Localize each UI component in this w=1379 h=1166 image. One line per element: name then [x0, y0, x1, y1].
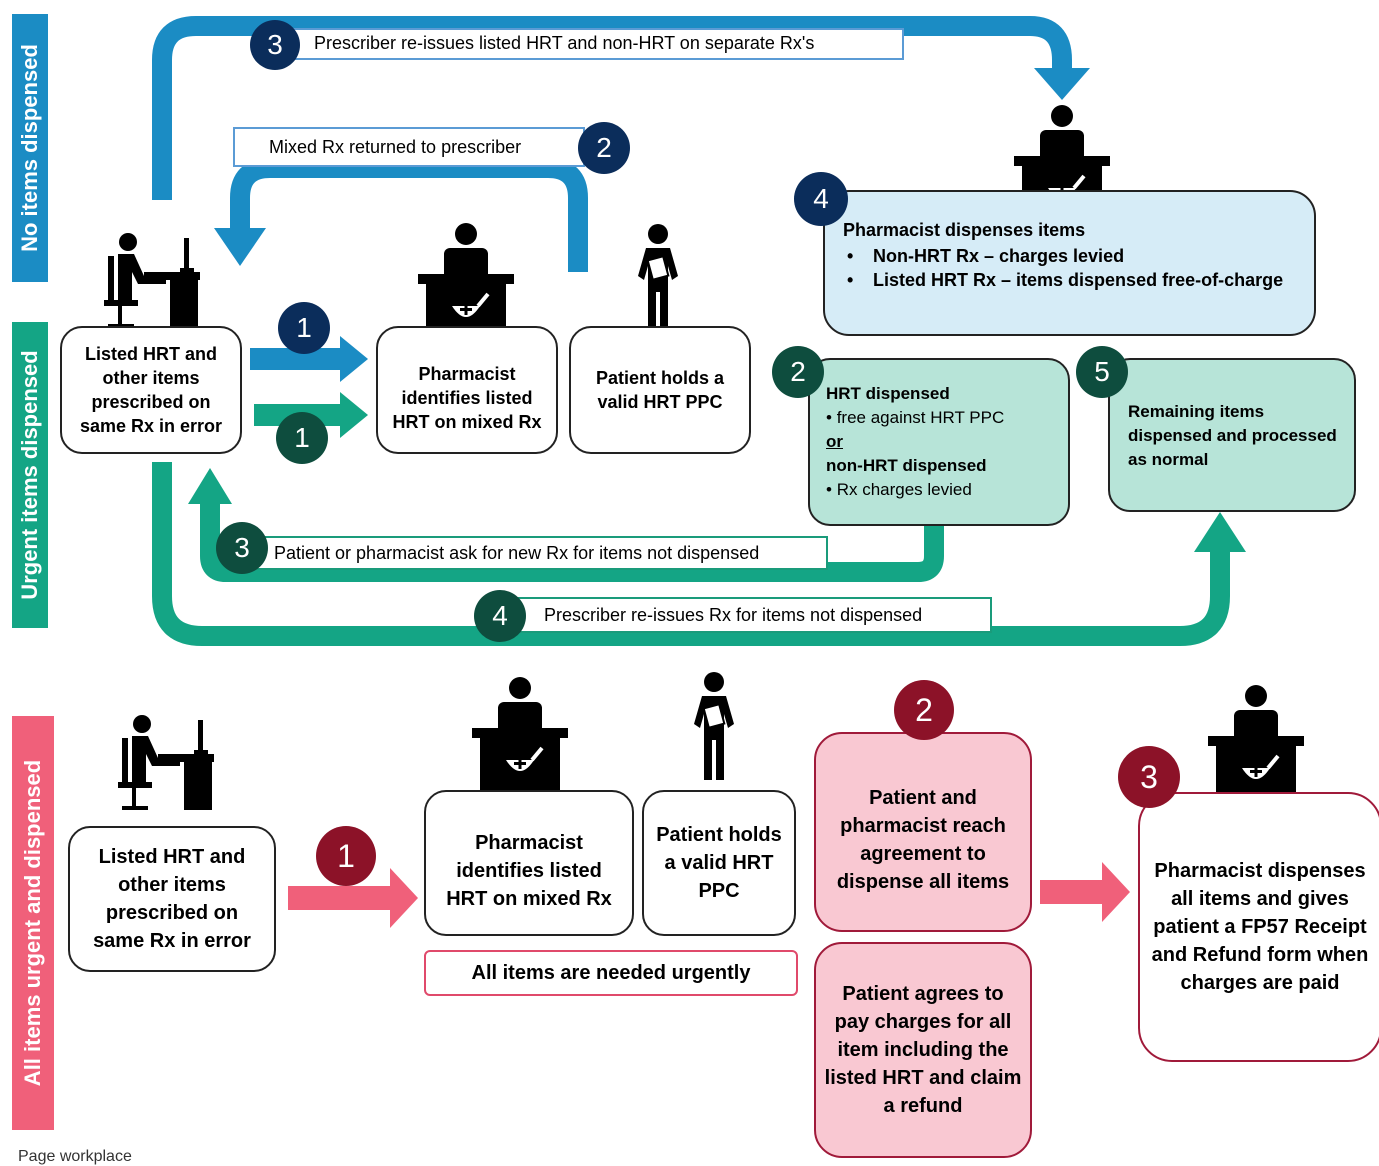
hrt-dispensed-or: or [826, 432, 843, 451]
remaining-items-box: Remaining items dispensed and processed … [1108, 358, 1356, 512]
arrow-label-reissue-not-dispensed: Prescriber re-issues Rx for items not di… [508, 597, 992, 633]
step-badge: 1 [276, 412, 328, 464]
arrow-label-reissue-separate: Prescriber re-issues listed HRT and non-… [290, 28, 904, 60]
final-dispense-box: Pharmacist dispenses all items and gives… [1138, 792, 1379, 1062]
prescriber-computer-icon [104, 233, 200, 328]
pharmacist-desk-icon [1206, 683, 1306, 804]
patient-box-bottom: Patient holds a valid HRT PPC [642, 790, 796, 936]
urgent-note: All items are needed urgently [424, 950, 798, 996]
step-badge: 3 [216, 522, 268, 574]
step-badge: 2 [772, 346, 824, 398]
prescriber-box-bottom: Listed HRT and other items prescribed on… [68, 826, 276, 972]
pharmacist-desk-icon [416, 221, 516, 342]
step-badge: 4 [794, 172, 848, 226]
side-label-no-items: No items dispensed [12, 14, 48, 282]
step-badge: 3 [250, 20, 300, 70]
dispenses-items-box: Pharmacist dispenses items Non-HRT Rx – … [823, 190, 1316, 336]
dispenses-title: Pharmacist dispenses items [843, 220, 1086, 240]
pharmacist-box-top: Pharmacist identifies listed HRT on mixe… [376, 326, 558, 454]
step-badge: 5 [1076, 346, 1128, 398]
hrt-dispensed-box: HRT dispensed • free against HRT PPC or … [808, 358, 1070, 526]
step-badge: 2 [578, 122, 630, 174]
step-badge: 1 [278, 302, 330, 354]
pharmacist-box-bottom: Pharmacist identifies listed HRT on mixe… [424, 790, 634, 936]
step-badge: 3 [1118, 746, 1180, 808]
dispenses-item: Non-HRT Rx – charges levied [843, 244, 1293, 268]
step-badge: 1 [316, 826, 376, 886]
pharmacist-desk-icon [470, 675, 570, 796]
footer-text: Page workplace [18, 1148, 132, 1165]
agrees-pay-box: Patient agrees to pay charges for all it… [814, 942, 1032, 1158]
dispenses-item: Listed HRT Rx – items dispensed free-of-… [843, 268, 1293, 292]
hrt-dispensed-title: HRT dispensed [826, 384, 950, 403]
side-label-all-items: All items urgent and dispensed [12, 716, 54, 1130]
step-badge: 4 [474, 590, 526, 642]
patient-standing-icon [693, 671, 735, 781]
agreement-box: Patient and pharmacist reach agreement t… [814, 732, 1032, 932]
patient-box-top: Patient holds a valid HRT PPC [569, 326, 751, 454]
arrow-label-ask-new-rx: Patient or pharmacist ask for new Rx for… [244, 536, 828, 570]
hrt-dispensed-item: • free against HRT PPC [826, 408, 1005, 427]
arrow-label-mixed-returned: Mixed Rx returned to prescriber [233, 127, 585, 167]
prescriber-computer-icon [118, 715, 214, 810]
patient-standing-icon [637, 223, 679, 333]
step-badge: 2 [894, 680, 954, 740]
non-hrt-dispensed-item: • Rx charges levied [826, 480, 972, 499]
prescriber-box-top: Listed HRT and other items prescribed on… [60, 326, 242, 454]
side-label-urgent-items: Urgent items dispensed [12, 322, 48, 628]
non-hrt-dispensed-title: non-HRT dispensed [826, 456, 987, 475]
